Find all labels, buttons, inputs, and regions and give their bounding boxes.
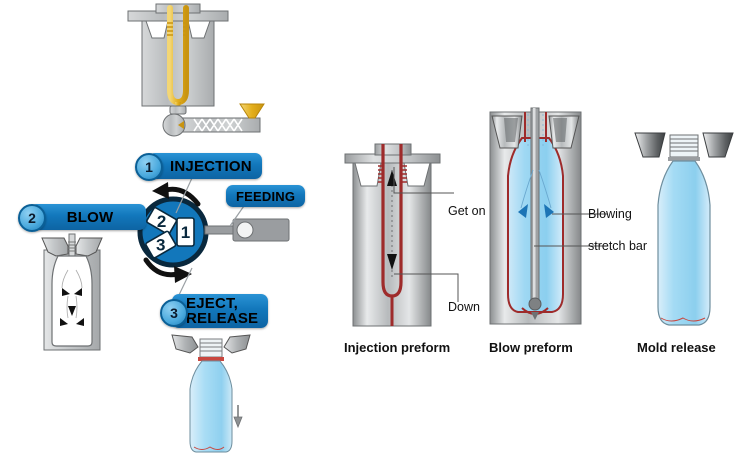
stage-mold-release xyxy=(633,132,735,329)
stage-blow-preform xyxy=(488,107,583,328)
annotation-down: Down xyxy=(448,300,480,314)
stage-injection-preform xyxy=(344,140,441,328)
rotation-arrow-bottom xyxy=(140,256,198,283)
annotation-stretch-bar: stretch bar xyxy=(588,239,648,253)
label-blow-text: BLOW xyxy=(66,208,114,226)
blow-mold-illustration xyxy=(38,232,106,351)
release-arrow xyxy=(233,405,243,429)
caption-injection-preform: Injection preform xyxy=(344,340,451,355)
caption-mold-release: Mold release xyxy=(637,340,716,355)
svg-text:1: 1 xyxy=(181,223,190,242)
badge-blow-number: 2 xyxy=(28,210,36,226)
badge-eject: 3 xyxy=(160,299,188,327)
label-eject-text: EJECT, xyxy=(186,295,239,312)
label-eject-release[interactable]: EJECT, RELEASE xyxy=(172,294,269,328)
leader-blowing xyxy=(552,213,608,215)
rotary-wheel: 1 2 3 xyxy=(133,192,213,272)
wheel-station-1: 1 xyxy=(176,217,195,247)
leader-stretch-bar xyxy=(534,245,608,247)
annotation-blowing: Blowing xyxy=(588,207,632,221)
badge-eject-number: 3 xyxy=(170,305,178,321)
injection-machine-illustration xyxy=(118,2,268,142)
caption-blow-preform: Blow preform xyxy=(489,340,573,355)
wheel-station-2: 2 xyxy=(146,207,178,235)
label-feeding[interactable]: FEEDING xyxy=(226,185,306,207)
label-release-text: RELEASE xyxy=(186,310,259,327)
released-bottle-illustration xyxy=(170,333,252,455)
svg-text:3: 3 xyxy=(156,236,165,255)
label-blow[interactable]: BLOW xyxy=(30,204,146,230)
badge-injection: 1 xyxy=(135,153,163,181)
leader-get-on xyxy=(393,167,454,194)
label-injection-text: INJECTION xyxy=(170,157,252,175)
label-feeding-text: FEEDING xyxy=(236,188,296,204)
badge-injection-number: 1 xyxy=(145,159,153,175)
label-injection[interactable]: INJECTION xyxy=(148,153,262,179)
feeding-arm xyxy=(204,215,290,251)
annotation-get-on: Get on xyxy=(448,204,486,218)
wheel-station-3: 3 xyxy=(145,230,177,259)
badge-blow: 2 xyxy=(18,204,46,232)
leader-down xyxy=(394,273,459,302)
svg-text:2: 2 xyxy=(157,212,166,231)
rotation-arrow-top xyxy=(148,182,204,208)
